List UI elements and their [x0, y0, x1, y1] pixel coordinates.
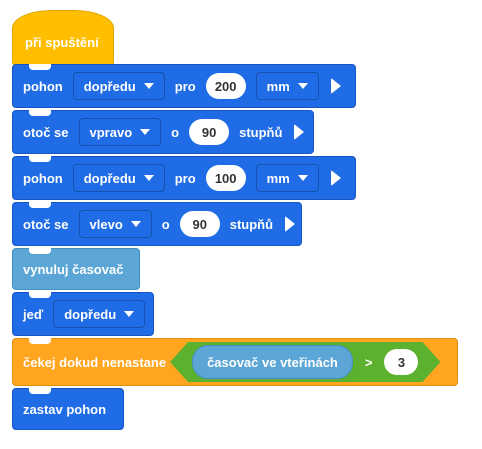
block-label: zastav pohon: [23, 401, 107, 417]
block-word: o: [161, 216, 170, 232]
dropdown-value: mm: [266, 170, 290, 186]
block-label: pohon: [23, 170, 63, 186]
chevron-down-icon: [143, 175, 154, 181]
block-word: pro: [174, 170, 196, 186]
block-label: čekej dokud nenastane: [23, 354, 167, 370]
distance-input[interactable]: 100: [205, 165, 246, 191]
turn-for-block-2[interactable]: otoč se vlevo o 90 stupňů: [12, 202, 302, 246]
chevron-down-icon: [297, 175, 308, 181]
timer-in-seconds-reporter[interactable]: časovač ve vteřinách: [192, 345, 353, 379]
block-unit: stupňů: [229, 216, 274, 232]
when-started-hat-block[interactable]: při spuštění: [12, 10, 114, 66]
stop-driving-block[interactable]: zastav pohon: [12, 388, 124, 430]
chevron-down-icon: [140, 129, 151, 135]
dropdown-value: dopředu: [83, 170, 136, 186]
block-label: pohon: [23, 78, 63, 94]
play-icon[interactable]: [285, 216, 296, 232]
play-icon[interactable]: [330, 78, 341, 94]
direction-dropdown[interactable]: dopředu: [72, 164, 165, 192]
dropdown-value: mm: [266, 78, 290, 94]
block-label: otoč se: [23, 216, 69, 232]
unit-dropdown[interactable]: mm: [255, 72, 319, 100]
wait-until-block[interactable]: čekej dokud nenastane časovač ve vteřiná…: [12, 338, 458, 386]
chevron-down-icon: [297, 83, 308, 89]
turn-direction-dropdown[interactable]: vlevo: [78, 210, 152, 238]
angle-input[interactable]: 90: [179, 211, 220, 237]
drive-for-block-1[interactable]: pohon dopředu pro 200 mm: [12, 64, 356, 108]
drive-for-block-2[interactable]: pohon dopředu pro 100 mm: [12, 156, 356, 200]
direction-dropdown[interactable]: dopředu: [72, 72, 165, 100]
drive-block[interactable]: jeď dopředu: [12, 292, 154, 336]
direction-dropdown[interactable]: dopředu: [53, 300, 146, 328]
chevron-down-icon: [143, 83, 154, 89]
block-word: o: [171, 124, 180, 140]
chevron-down-icon: [124, 311, 135, 317]
block-label: jeď: [23, 306, 44, 322]
block-unit: stupňů: [239, 124, 283, 140]
unit-dropdown[interactable]: mm: [255, 164, 319, 192]
reset-timer-block[interactable]: vynuluj časovač: [12, 248, 140, 290]
dropdown-value: dopředu: [64, 306, 117, 322]
angle-input[interactable]: 90: [189, 119, 230, 145]
distance-input[interactable]: 200: [205, 73, 246, 99]
play-icon[interactable]: [330, 170, 341, 186]
turn-for-block-1[interactable]: otoč se vpravo o 90 stupňů: [12, 110, 314, 154]
dropdown-value: vlevo: [89, 216, 123, 232]
dropdown-value: vpravo: [89, 124, 133, 140]
comparison-value-input[interactable]: 3: [384, 349, 418, 375]
turn-direction-dropdown[interactable]: vpravo: [78, 118, 162, 146]
operator-symbol: >: [364, 354, 373, 370]
dropdown-value: dopředu: [83, 78, 136, 94]
greater-than-operator[interactable]: časovač ve vteřinách > 3: [170, 342, 440, 382]
block-label: vynuluj časovač: [23, 261, 124, 277]
play-icon[interactable]: [294, 124, 305, 140]
hat-label: při spuštění: [25, 35, 99, 50]
block-word: pro: [174, 78, 196, 94]
block-label: otoč se: [23, 124, 69, 140]
chevron-down-icon: [130, 221, 141, 227]
